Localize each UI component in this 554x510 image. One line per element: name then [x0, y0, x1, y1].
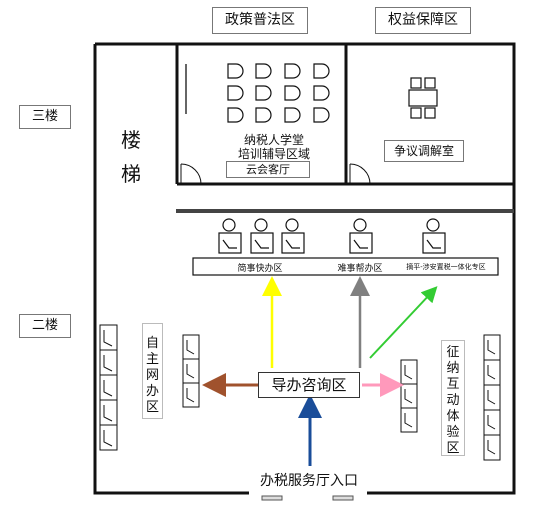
policy-zone-label: 政策普法区 — [212, 7, 308, 34]
floor-2-label: 二楼 — [19, 314, 71, 338]
difficult-office-label: 难事帮办区 — [337, 264, 383, 274]
counter-staff-icons — [218, 218, 446, 254]
outer-walls — [93, 42, 516, 495]
mediation-table — [408, 77, 438, 119]
simple-office-label: 简事快办区 — [237, 264, 283, 274]
self-service-label-3: 区 — [146, 400, 160, 415]
self-service-inner-terminals — [182, 334, 200, 408]
self-service-terminals — [99, 324, 118, 451]
entrance-door-marks — [261, 495, 354, 501]
training-room-walls — [175, 44, 514, 186]
experience-zone-box: 征纳互动体验区 — [441, 340, 465, 456]
experience-zone-label: 征纳互动体验区 — [446, 345, 460, 456]
door-swings — [180, 163, 371, 185]
arrow-to-integrated-office — [369, 286, 438, 359]
guide-desk-box: 导办咨询区 — [258, 372, 360, 398]
training-area-label-2: 培训辅导区域 — [237, 147, 310, 161]
cloud-hall-label: 云会客厅 — [226, 161, 310, 178]
integrated-office-label: 摘平-涉安置税一体化专区 — [406, 263, 486, 271]
stairs-label-1: 楼 — [121, 128, 141, 152]
experience-terminals-left — [400, 359, 418, 433]
self-service-label-2: 网办 — [146, 368, 160, 399]
training-area-label-1: 纳税人学堂 — [243, 133, 304, 147]
self-service-label-1: 自主 — [146, 336, 160, 367]
self-service-zone-box: 自主 网办 区 — [142, 323, 163, 419]
experience-terminals-right — [483, 334, 501, 461]
mediation-room-label: 争议调解室 — [384, 140, 464, 162]
rights-zone-label: 权益保障区 — [375, 7, 471, 34]
training-seats — [227, 63, 330, 123]
entrance-label: 办税服务厅入口 — [250, 470, 368, 490]
stairs-label-2: 梯 — [121, 162, 141, 186]
service-counter — [192, 257, 499, 276]
floor-3-label: 三楼 — [19, 105, 71, 129]
